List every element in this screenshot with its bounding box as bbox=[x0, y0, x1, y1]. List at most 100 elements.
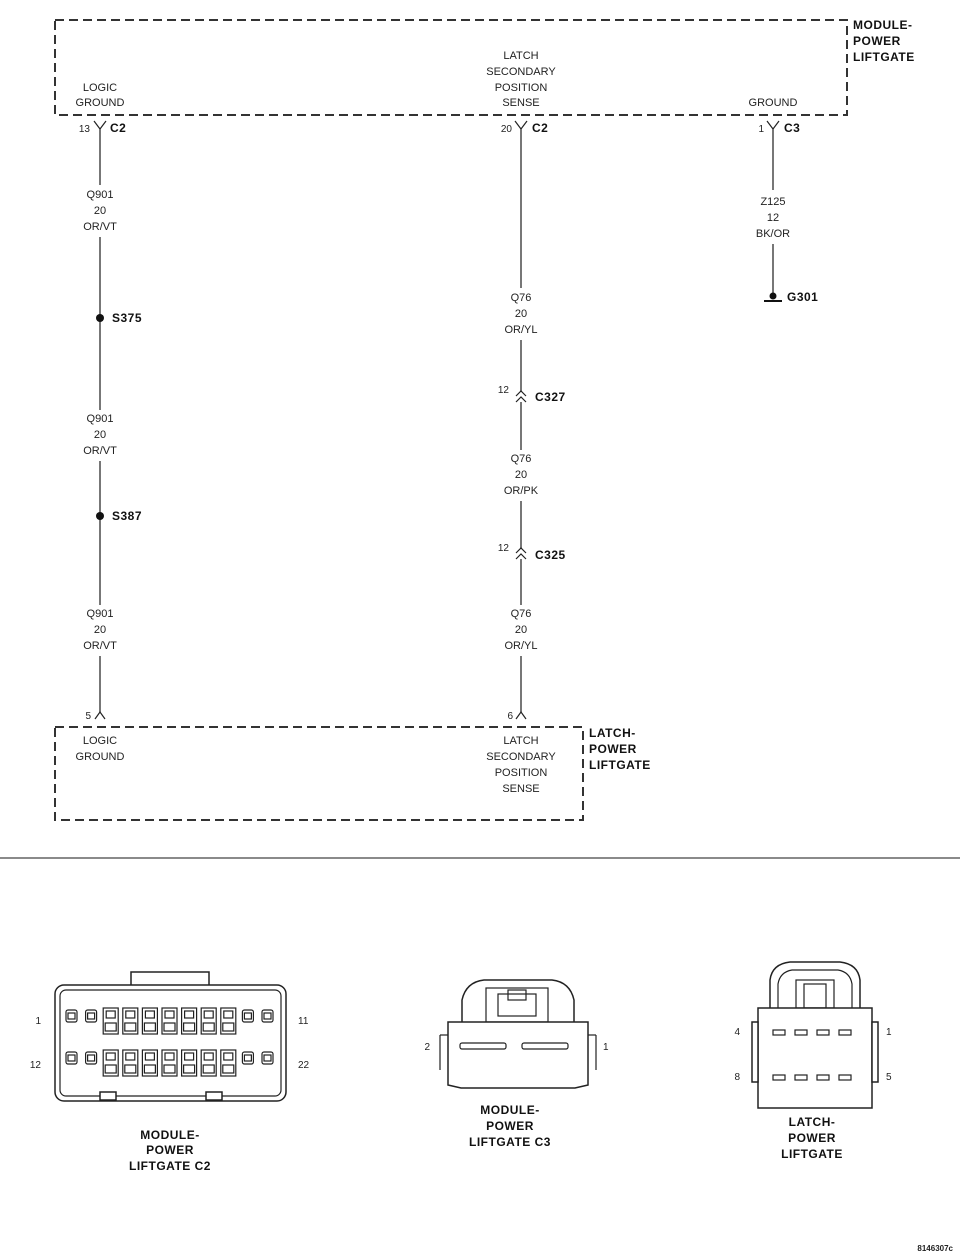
splice-s375: S375 bbox=[112, 311, 142, 325]
c2-caption-2: POWER bbox=[146, 1143, 194, 1157]
c2-cavity bbox=[65, 1051, 78, 1065]
latch-conn-caption-2: POWER bbox=[788, 1131, 836, 1145]
right-top-connector: C3 bbox=[784, 121, 800, 135]
left-top-terminal bbox=[93, 120, 107, 130]
left-seg2-gauge: 20 bbox=[94, 429, 106, 441]
latch-name-line1: LATCH- bbox=[589, 726, 636, 740]
c2-top-latch bbox=[130, 971, 210, 987]
module-name-line2: POWER bbox=[853, 34, 901, 48]
latch-conn-cavity bbox=[816, 1029, 830, 1036]
middle-bottom-terminal bbox=[515, 710, 527, 720]
left-seg3-circuit: Q901 bbox=[87, 608, 114, 620]
middle-top-connector: C2 bbox=[532, 121, 548, 135]
c2-cavity bbox=[181, 1049, 198, 1077]
c2-pin-22: 22 bbox=[298, 1060, 310, 1071]
middle-top-terminal bbox=[514, 120, 528, 130]
c2-pin-11: 11 bbox=[298, 1016, 309, 1027]
latch-conn-caption-3: LIFTGATE bbox=[781, 1147, 843, 1161]
circuit-middle: 20 C2 Q76 20 OR/YL 12 C327 Q76 20 OR/PK … bbox=[498, 120, 566, 722]
latch-conn-cavity bbox=[838, 1029, 852, 1036]
c2-caption-1: MODULE- bbox=[140, 1128, 200, 1142]
module-pin-ground: GROUND bbox=[749, 97, 798, 109]
c2-cavity bbox=[102, 1049, 119, 1077]
right-top-terminal bbox=[766, 120, 780, 130]
inline-c325-symbol bbox=[515, 547, 527, 560]
middle-seg3-color: OR/YL bbox=[504, 640, 537, 652]
c2-cavity bbox=[84, 1051, 98, 1065]
c2-cavity bbox=[102, 1007, 119, 1035]
c2-body bbox=[54, 984, 287, 1102]
middle-seg2-gauge: 20 bbox=[515, 469, 527, 481]
left-seg1-circuit: Q901 bbox=[87, 189, 114, 201]
c3-pin-2: 2 bbox=[424, 1042, 430, 1053]
left-bottom-terminal bbox=[94, 710, 106, 720]
c3-top-housing bbox=[461, 979, 575, 1022]
right-top-pin: 1 bbox=[758, 124, 764, 135]
inline-c325: C325 bbox=[535, 548, 566, 562]
latch-pin-labels: LOGIC GROUND LATCH SECONDARY POSITION SE… bbox=[76, 735, 557, 795]
right-seg1-circuit: Z125 bbox=[760, 196, 785, 208]
latch-conn-cavity bbox=[816, 1074, 830, 1081]
latch-conn-pin-1: 1 bbox=[886, 1027, 892, 1038]
c2-cavity bbox=[200, 1007, 217, 1035]
circuit-right: 1 C3 Z125 12 BK/OR G301 bbox=[756, 120, 818, 304]
right-seg1-color: BK/OR bbox=[756, 228, 790, 240]
right-seg1-gauge: 12 bbox=[767, 212, 779, 224]
latch-pin-latch-sense-2: SECONDARY bbox=[486, 751, 556, 763]
c2-cavity bbox=[161, 1049, 178, 1077]
middle-seg2-color: OR/PK bbox=[504, 485, 539, 497]
latch-conn-pin-8: 8 bbox=[734, 1072, 740, 1083]
left-bottom-pin: 5 bbox=[85, 711, 91, 722]
c3-caption-2: POWER bbox=[486, 1119, 534, 1133]
latch-conn-cavity bbox=[794, 1029, 808, 1036]
middle-seg2-circuit: Q76 bbox=[511, 453, 532, 465]
middle-seg3-gauge: 20 bbox=[515, 624, 527, 636]
c2-cavity bbox=[141, 1049, 158, 1077]
latch-conn-cavity bbox=[772, 1074, 786, 1081]
middle-seg3-circuit: Q76 bbox=[511, 608, 532, 620]
c2-cavity bbox=[220, 1049, 237, 1077]
c2-cavity bbox=[65, 1009, 78, 1023]
module-pin-latch-sense-3: POSITION bbox=[495, 82, 548, 94]
c2-cavity bbox=[161, 1007, 178, 1035]
middle-seg1-gauge: 20 bbox=[515, 308, 527, 320]
module-pin-latch-sense-2: SECONDARY bbox=[486, 66, 556, 78]
left-seg1-color: OR/VT bbox=[83, 221, 117, 233]
connector-c2-face: 1 11 12 22 MODULE- POWER LIFTGATE C2 bbox=[30, 971, 310, 1173]
module-pin-logic-ground-2: GROUND bbox=[76, 97, 125, 109]
latch-conn-cavity bbox=[838, 1074, 852, 1081]
module-name-line1: MODULE- bbox=[853, 18, 913, 32]
c2-pin-1: 1 bbox=[35, 1016, 41, 1027]
c2-cavity bbox=[220, 1007, 237, 1035]
c3-body bbox=[447, 1021, 589, 1089]
circuit-left: 13 C2 Q901 20 OR/VT S375 Q901 20 OR/VT S… bbox=[79, 120, 142, 722]
left-seg1-gauge: 20 bbox=[94, 205, 106, 217]
latch-pin-latch-sense-1: LATCH bbox=[503, 735, 538, 747]
inline-c327: C327 bbox=[535, 390, 566, 404]
latch-pin-logic-ground-2: GROUND bbox=[76, 751, 125, 763]
latch-conn-pin-4: 4 bbox=[734, 1027, 740, 1038]
c3-pin-1: 1 bbox=[603, 1042, 609, 1053]
latch-name-line2: POWER bbox=[589, 742, 637, 756]
splice-s375-dot bbox=[96, 314, 104, 322]
latch-pin-logic-ground-1: LOGIC bbox=[83, 735, 117, 747]
left-seg3-gauge: 20 bbox=[94, 624, 106, 636]
inline-c325-pin: 12 bbox=[498, 543, 510, 554]
middle-bottom-pin: 6 bbox=[507, 711, 513, 722]
c2-cavity bbox=[122, 1007, 139, 1035]
c2-cavity bbox=[181, 1007, 198, 1035]
left-seg2-color: OR/VT bbox=[83, 445, 117, 457]
inline-c327-pin: 12 bbox=[498, 385, 510, 396]
left-seg3-color: OR/VT bbox=[83, 640, 117, 652]
latch-conn-caption-1: LATCH- bbox=[789, 1115, 836, 1129]
latch-conn-top-housing bbox=[769, 961, 861, 1008]
latch-conn-cavity bbox=[772, 1029, 786, 1036]
ground-g301: G301 bbox=[787, 290, 818, 304]
connector-latch-face: 4 1 8 5 LATCH- POWER LIFTGATE bbox=[734, 961, 892, 1161]
left-top-connector: C2 bbox=[110, 121, 126, 135]
connector-c3-face: 2 1 MODULE- POWER LIFTGATE C3 bbox=[424, 979, 609, 1149]
module-box bbox=[54, 19, 848, 116]
c2-cavity bbox=[241, 1051, 254, 1065]
latch-conn-pin-5: 5 bbox=[886, 1072, 892, 1083]
